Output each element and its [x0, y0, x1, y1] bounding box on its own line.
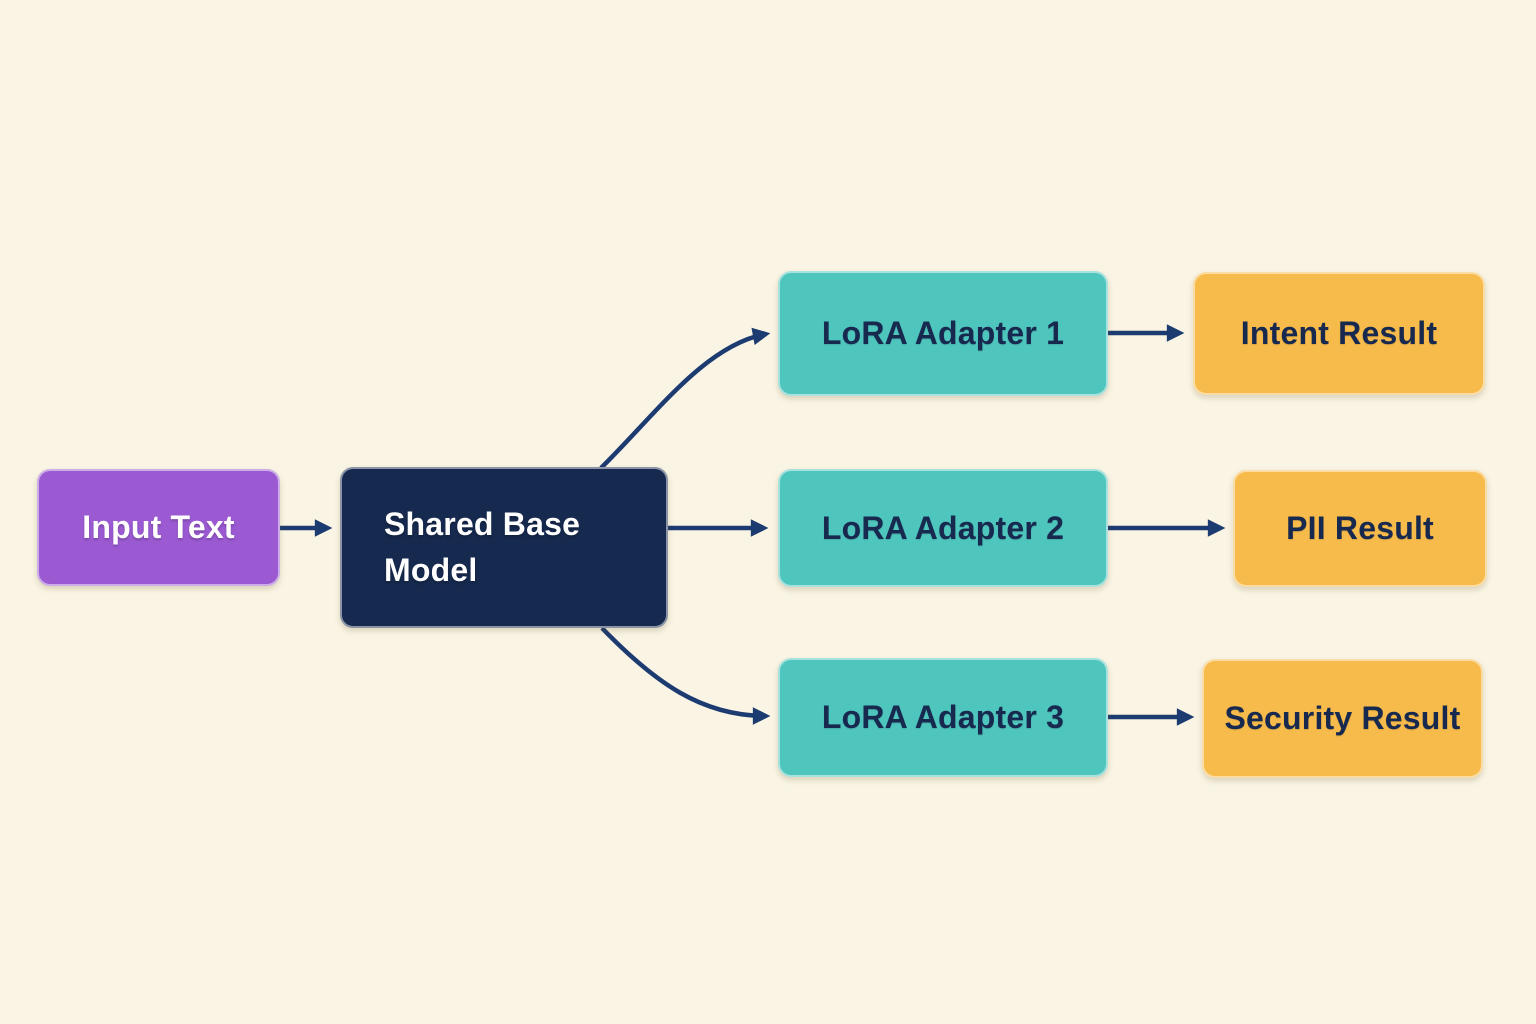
- node-lora-adapter-2: LoRA Adapter 2: [778, 469, 1108, 587]
- node-intent-result: Intent Result: [1193, 272, 1485, 395]
- node-lora-adapter-2-label: LoRA Adapter 2: [821, 509, 1065, 546]
- node-shared-base-model-label: Shared Base Model: [384, 506, 581, 588]
- node-input-text: Input Text: [37, 469, 280, 586]
- node-shared-base-model: Shared Base Model: [340, 467, 668, 628]
- node-security-result: Security Result: [1202, 659, 1483, 778]
- node-lora-adapter-1: LoRA Adapter 1: [778, 271, 1108, 396]
- node-pii-result-label: PII Result: [1286, 510, 1434, 546]
- node-lora-adapter-3-label: LoRA Adapter 3: [821, 699, 1065, 735]
- arrow-base-to-adapter1: [599, 327, 771, 470]
- node-input-text-label: Input Text: [82, 509, 235, 545]
- node-pii-result: PII Result: [1233, 470, 1487, 587]
- node-security-result-label: Security Result: [1224, 700, 1461, 736]
- arrow-base-to-adapter3: [600, 626, 771, 725]
- node-intent-result-label: Intent Result: [1240, 315, 1438, 351]
- node-lora-adapter-3: LoRA Adapter 3: [778, 658, 1108, 777]
- node-lora-adapter-1-label: LoRA Adapter 1: [821, 315, 1065, 351]
